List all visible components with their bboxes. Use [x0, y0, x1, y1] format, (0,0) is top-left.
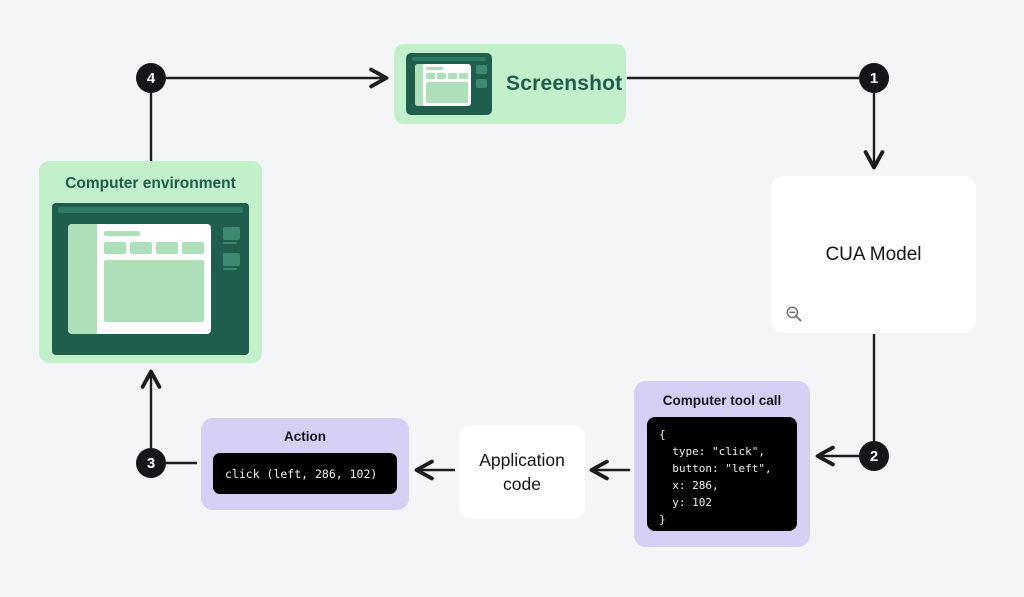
connector-step-4: [149, 67, 389, 161]
monitor-sidebar: [415, 64, 423, 106]
desktop-button-row: [104, 242, 204, 254]
connector-step-1: [627, 76, 885, 170]
computer-environment-label: Computer environment: [65, 175, 236, 192]
action-label: Action: [284, 429, 326, 444]
computer-tool-call-label: Computer tool call: [662, 393, 782, 408]
desktop-content: [97, 224, 211, 334]
desktop-sidebar: [68, 224, 97, 334]
monitor-button-row: [426, 73, 468, 79]
computer-environment-node[interactable]: Computer environment: [39, 161, 262, 363]
cua-model-label: CUA Model: [825, 243, 922, 265]
action-code: click (left, 286, 102): [213, 453, 397, 494]
desktop-titlebar: [104, 231, 140, 236]
monitor-content: [423, 64, 471, 106]
step-badge-2: 2: [859, 441, 889, 471]
desktop-side-icon-1: [223, 227, 240, 244]
monitor-titlebar: [426, 67, 443, 70]
step-badge-3: 3: [136, 448, 166, 478]
screenshot-label: Screenshot: [506, 72, 623, 95]
step-badge-4: 4: [136, 63, 166, 93]
monitor-main-block: [426, 82, 468, 103]
desktop-side-icon-2: [223, 253, 240, 270]
desktop-screen: [68, 224, 211, 334]
computer-tool-call-node[interactable]: Computer tool call { type: "click", butt…: [634, 381, 810, 547]
desktop-main-block: [104, 260, 204, 322]
monitor-screenshot-icon: [406, 53, 492, 115]
zoom-out-icon[interactable]: [785, 305, 803, 323]
step-badge-1: 1: [859, 63, 889, 93]
connector-step-2: [815, 334, 876, 467]
monitor-top-strip: [412, 57, 486, 61]
monitor-desktop-icon: [52, 203, 249, 355]
monitor-screen: [415, 64, 471, 106]
screenshot-node[interactable]: Screenshot: [394, 44, 626, 124]
cua-model-node[interactable]: CUA Model: [771, 176, 976, 333]
desktop-side-icons: [223, 227, 240, 270]
monitor-side-icons: [476, 65, 487, 88]
computer-tool-call-code: { type: "click", button: "left", x: 286,…: [647, 417, 797, 531]
application-code-label: Application code: [479, 450, 565, 494]
application-code-node[interactable]: Application code: [459, 425, 585, 519]
desktop-top-strip: [58, 207, 243, 213]
action-node[interactable]: Action click (left, 286, 102): [201, 418, 409, 510]
